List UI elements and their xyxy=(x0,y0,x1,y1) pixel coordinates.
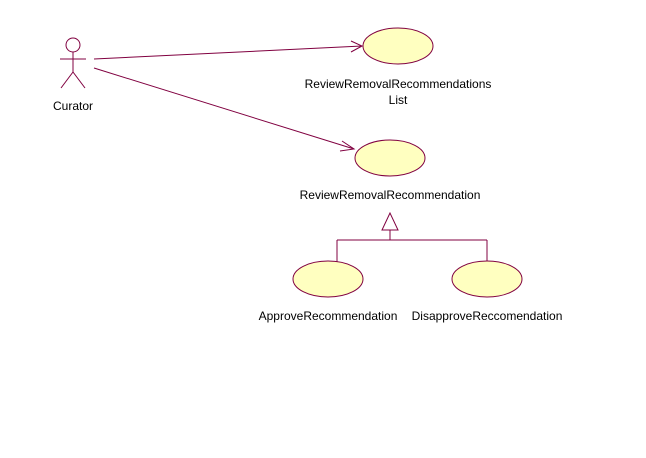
actor-curator-label: Curator xyxy=(53,99,93,113)
usecase-ellipse xyxy=(354,139,426,177)
usecase-ellipse xyxy=(292,260,364,298)
generalization-triangle xyxy=(381,211,399,231)
generalization-connector xyxy=(336,211,488,262)
usecase-ellipse xyxy=(362,27,434,65)
actor-curator[interactable]: Curator xyxy=(53,37,93,113)
usecase-label: ReviewRemovalRecommendation xyxy=(300,188,481,202)
association-curator-review xyxy=(93,67,356,152)
stick-figure-icon xyxy=(60,37,86,89)
usecase-review-removal-recommendation[interactable]: ReviewRemovalRecommendation xyxy=(300,139,481,202)
association-arrowhead xyxy=(339,140,356,152)
usecase-label-line-2: List xyxy=(389,93,408,107)
usecase-disapprove-reccomendation[interactable]: DisapproveReccomendation xyxy=(412,260,563,323)
usecase-approve-recommendation[interactable]: ApproveRecommendation xyxy=(259,260,398,323)
usecase-ellipse xyxy=(451,260,523,298)
association-curator-review-list xyxy=(93,40,364,60)
usecase-review-removal-recommendations-list[interactable]: ReviewRemovalRecommendations List xyxy=(305,27,492,107)
usecase-label: ApproveRecommendation xyxy=(259,309,398,323)
usecase-label: ReviewRemovalRecommendations xyxy=(305,77,492,91)
association-arrowhead xyxy=(350,40,364,53)
usecase-label: DisapproveReccomendation xyxy=(412,309,563,323)
